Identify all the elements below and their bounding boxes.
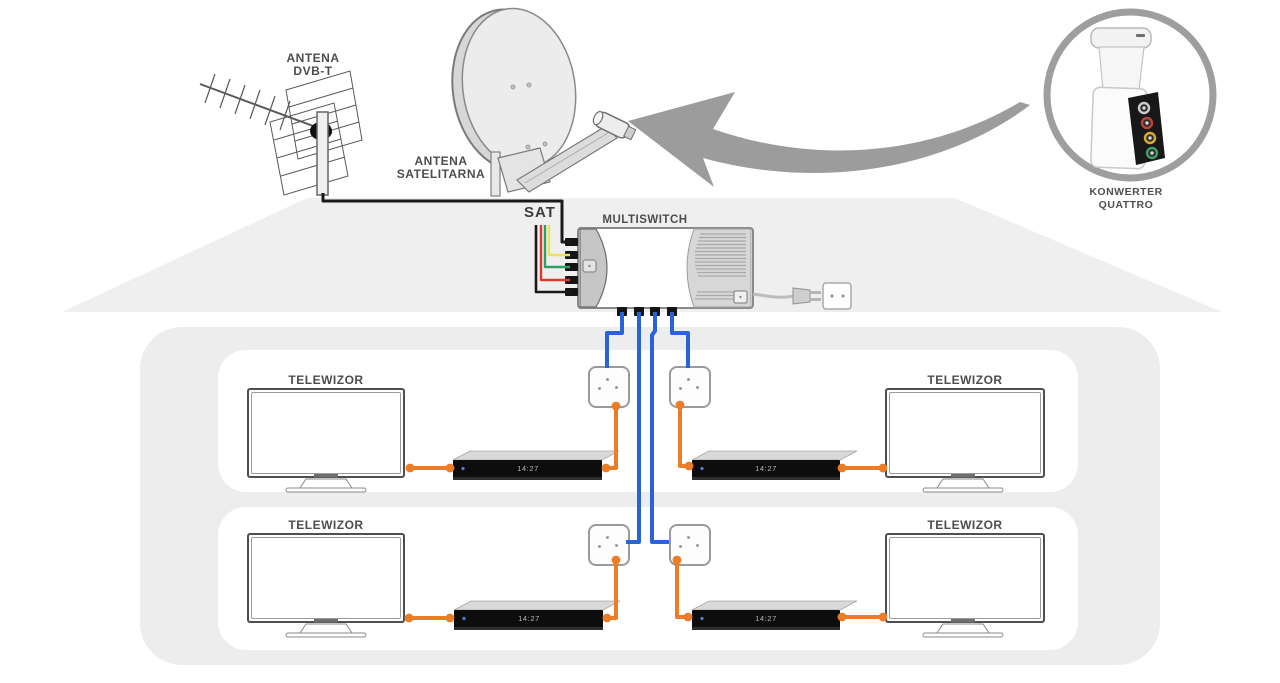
multiswitch-label: MULTISWITCH <box>602 214 688 226</box>
outlet-pin-hole <box>598 545 601 548</box>
outlet-pin-hole <box>679 387 682 390</box>
konwerter-label-line2: QUATTRO <box>1098 199 1154 211</box>
tv-label-upper-left: TELEWIZOR <box>288 373 364 387</box>
antena-dvbt-label: ANTENA DVB-T <box>253 52 373 78</box>
receiver-clock-lower-right: 14:27 <box>755 614 777 623</box>
sat-cable-label: SAT <box>524 204 556 221</box>
outlet-pin-hole <box>598 387 601 390</box>
outlet-pin-hole <box>679 545 682 548</box>
outlet-pin-hole <box>696 544 699 547</box>
wall-outlet-lower-right <box>669 524 711 566</box>
antena-dvbt-label-line2: DVB-T <box>293 64 333 78</box>
wall-outlet-upper-left <box>588 366 630 408</box>
outlet-pin-hole <box>696 386 699 389</box>
outlet-pin-hole <box>687 378 690 381</box>
antena-satelitarna-label-line2: SATELITARNA <box>396 167 486 181</box>
tv-upper-right <box>885 388 1045 478</box>
konwerter-quattro-label: KONWERTER QUATTRO <box>1046 186 1206 212</box>
konwerter-label-line1: KONWERTER <box>1089 186 1163 198</box>
outlet-pin-hole <box>687 536 690 539</box>
tv-label-lower-right: TELEWIZOR <box>927 518 1003 532</box>
receiver-clock-upper-right: 14:27 <box>755 464 777 473</box>
tv-upper-left <box>247 388 405 478</box>
antena-dvbt-label-line1: ANTENA <box>286 51 340 65</box>
receiver-clock-upper-left: 14:27 <box>517 464 539 473</box>
outlet-pin-hole <box>615 544 618 547</box>
tv-lower-left <box>247 533 405 623</box>
wall-outlet-lower-left <box>588 524 630 566</box>
receiver-clock-lower-left: 14:27 <box>518 614 540 623</box>
outlet-pin-hole <box>606 378 609 381</box>
antena-satelitarna-label: ANTENA SATELITARNA <box>361 155 521 181</box>
wall-outlet-upper-right <box>669 366 711 408</box>
tv-label-lower-left: TELEWIZOR <box>288 518 364 532</box>
tv-lower-right <box>885 533 1045 623</box>
tv-label-upper-right: TELEWIZOR <box>927 373 1003 387</box>
outlet-pin-hole <box>615 386 618 389</box>
outlet-pin-hole <box>606 536 609 539</box>
